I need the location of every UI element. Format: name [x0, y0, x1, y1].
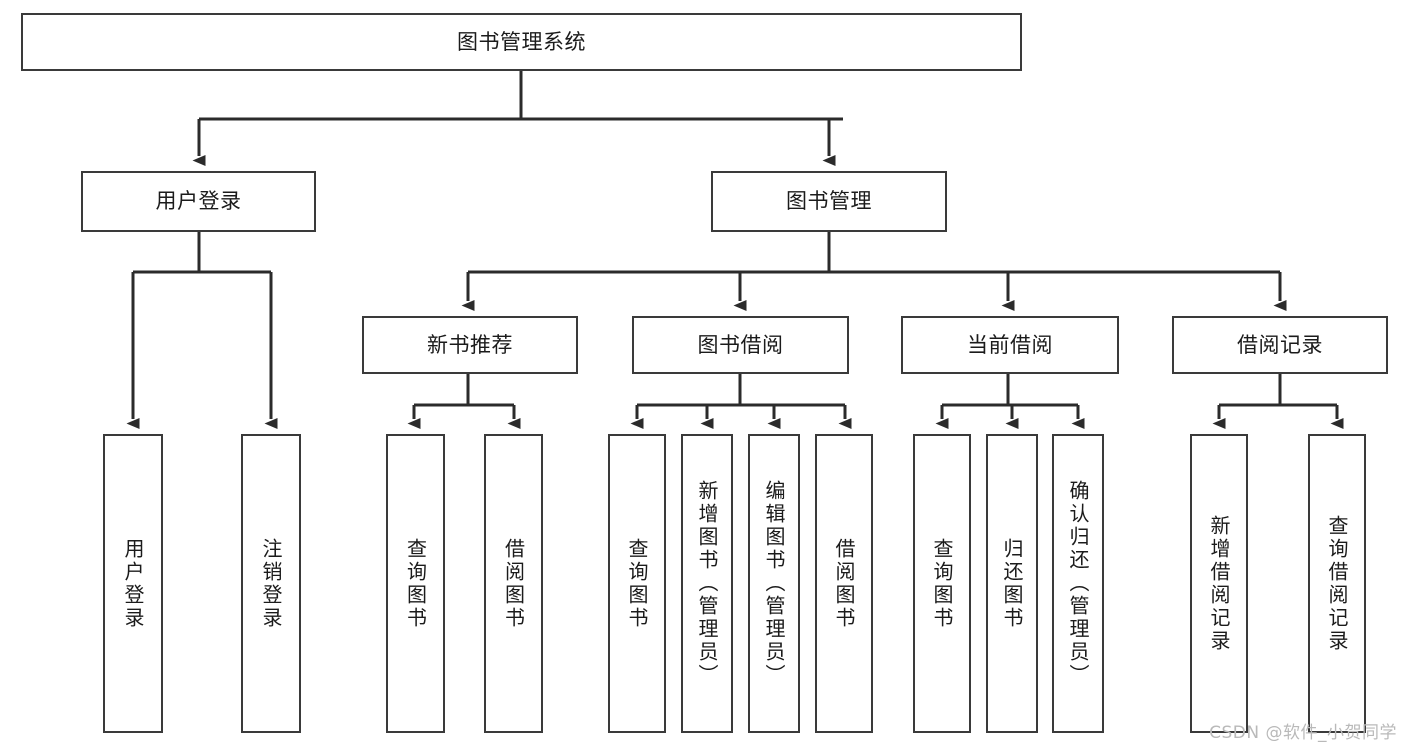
node-book-manage-label: 图书管理	[786, 189, 872, 214]
node-leaf-add-book[interactable]: 新增图书（管理员）	[681, 434, 733, 733]
node-new-book-recommend[interactable]: 新书推荐	[362, 316, 578, 374]
node-book-borrow-label: 图书借阅	[697, 332, 784, 357]
node-leaf-logout-label: 注销登录	[259, 537, 283, 630]
node-new-book-recommend-label: 新书推荐	[427, 332, 513, 357]
node-leaf-confirm-return[interactable]: 确认归还（管理员）	[1052, 434, 1104, 733]
node-leaf-edit-book[interactable]: 编辑图书（管理员）	[748, 434, 800, 733]
node-borrow-record[interactable]: 借阅记录	[1172, 316, 1388, 374]
node-book-borrow[interactable]: 图书借阅	[632, 316, 849, 374]
node-leaf-return-book-label: 归还图书	[1000, 537, 1024, 630]
node-leaf-return-book[interactable]: 归还图书	[986, 434, 1038, 733]
node-leaf-query-book-b[interactable]: 查询图书	[608, 434, 666, 733]
node-leaf-edit-book-label: 编辑图书（管理员）	[762, 480, 786, 687]
node-leaf-borrow-book-b-label: 借阅图书	[832, 537, 856, 630]
node-leaf-borrow-book-b[interactable]: 借阅图书	[815, 434, 873, 733]
node-user-login[interactable]: 用户登录	[81, 171, 316, 232]
node-leaf-query-book-c[interactable]: 查询图书	[913, 434, 971, 733]
node-book-manage[interactable]: 图书管理	[711, 171, 947, 232]
node-leaf-query-record-label: 查询借阅记录	[1325, 514, 1349, 653]
node-current-borrow[interactable]: 当前借阅	[901, 316, 1119, 374]
node-leaf-query-book-c-label: 查询图书	[930, 537, 954, 630]
node-leaf-query-book-a-label: 查询图书	[403, 537, 428, 630]
node-leaf-add-record-label: 新增借阅记录	[1207, 514, 1231, 653]
node-current-borrow-label: 当前借阅	[967, 332, 1053, 357]
node-leaf-add-book-label: 新增图书（管理员）	[695, 480, 719, 687]
node-user-login-label: 用户登录	[155, 189, 242, 214]
node-leaf-query-book-a[interactable]: 查询图书	[386, 434, 445, 733]
node-leaf-logout[interactable]: 注销登录	[241, 434, 301, 733]
node-root[interactable]: 图书管理系统	[21, 13, 1022, 71]
node-borrow-record-label: 借阅记录	[1237, 332, 1323, 357]
node-leaf-borrow-book-a[interactable]: 借阅图书	[484, 434, 543, 733]
node-leaf-confirm-return-label: 确认归还（管理员）	[1066, 480, 1090, 687]
node-leaf-query-record[interactable]: 查询借阅记录	[1308, 434, 1366, 733]
node-leaf-user-login-label: 用户登录	[121, 537, 145, 630]
node-leaf-query-book-b-label: 查询图书	[625, 537, 649, 630]
node-leaf-borrow-book-a-label: 借阅图书	[501, 537, 526, 630]
node-leaf-add-record[interactable]: 新增借阅记录	[1190, 434, 1248, 733]
node-leaf-user-login[interactable]: 用户登录	[103, 434, 163, 733]
node-root-label: 图书管理系统	[457, 29, 586, 54]
